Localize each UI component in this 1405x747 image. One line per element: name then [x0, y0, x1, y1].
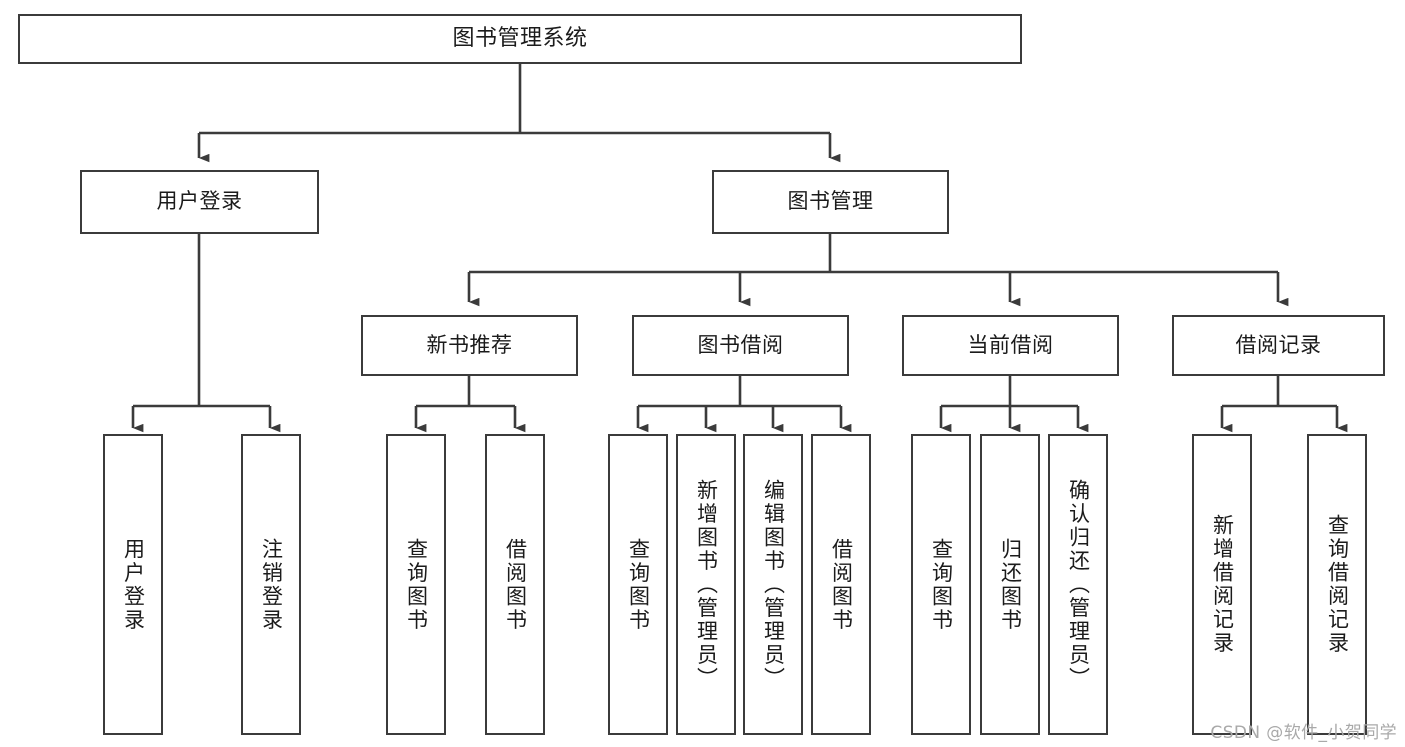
node-book-borrow-label: 图书借阅: [697, 332, 784, 357]
node-leaf-return-book-label: 归还图书: [998, 537, 1023, 632]
node-root-system[interactable]: 图书管理系统: [18, 14, 1022, 64]
node-leaf-edit-book-admin-label: 编辑图书（管理员）: [761, 478, 786, 691]
node-leaf-current-query-book-label: 查询图书: [929, 537, 954, 632]
node-leaf-borrow-query-book[interactable]: 查询图书: [608, 434, 668, 735]
node-borrow-record-label: 借阅记录: [1235, 332, 1322, 357]
node-leaf-borrow-book-label: 借阅图书: [829, 537, 854, 632]
node-leaf-recommend-query-book[interactable]: 查询图书: [386, 434, 446, 735]
node-book-manage-label: 图书管理: [787, 189, 874, 214]
node-leaf-query-borrow-record[interactable]: 查询借阅记录: [1307, 434, 1367, 735]
node-leaf-recommend-query-book-label: 查询图书: [404, 537, 429, 632]
node-user-login[interactable]: 用户登录: [80, 170, 319, 234]
node-book-manage[interactable]: 图书管理: [712, 170, 949, 234]
node-leaf-add-book-admin[interactable]: 新增图书（管理员）: [676, 434, 736, 735]
node-leaf-user-login-label: 用户登录: [121, 537, 146, 632]
node-new-book-recommend-label: 新书推荐: [426, 332, 513, 357]
node-leaf-confirm-return-admin-label: 确认归还（管理员）: [1066, 478, 1091, 691]
node-leaf-current-query-book[interactable]: 查询图书: [911, 434, 971, 735]
node-current-borrow-label: 当前借阅: [967, 332, 1054, 357]
node-leaf-return-book[interactable]: 归还图书: [980, 434, 1040, 735]
node-leaf-add-book-admin-label: 新增图书（管理员）: [694, 478, 719, 691]
node-new-book-recommend[interactable]: 新书推荐: [361, 315, 578, 376]
node-leaf-add-borrow-record[interactable]: 新增借阅记录: [1192, 434, 1252, 735]
node-root-system-label: 图书管理系统: [452, 25, 588, 51]
node-leaf-recommend-borrow-book[interactable]: 借阅图书: [485, 434, 545, 735]
node-leaf-borrow-query-book-label: 查询图书: [626, 537, 651, 632]
node-leaf-logout[interactable]: 注销登录: [241, 434, 301, 735]
node-current-borrow[interactable]: 当前借阅: [902, 315, 1119, 376]
node-user-login-label: 用户登录: [156, 189, 243, 214]
node-leaf-logout-label: 注销登录: [259, 537, 284, 632]
node-book-borrow[interactable]: 图书借阅: [632, 315, 849, 376]
node-leaf-recommend-borrow-book-label: 借阅图书: [503, 537, 528, 632]
node-borrow-record[interactable]: 借阅记录: [1172, 315, 1385, 376]
node-leaf-borrow-book[interactable]: 借阅图书: [811, 434, 871, 735]
node-leaf-edit-book-admin[interactable]: 编辑图书（管理员）: [743, 434, 803, 735]
node-leaf-query-borrow-record-label: 查询借阅记录: [1325, 514, 1350, 655]
node-leaf-confirm-return-admin[interactable]: 确认归还（管理员）: [1048, 434, 1108, 735]
csdn-watermark: CSDN @软件_小贺同学: [1210, 723, 1397, 743]
node-leaf-add-borrow-record-label: 新增借阅记录: [1210, 514, 1235, 655]
node-leaf-user-login[interactable]: 用户登录: [103, 434, 163, 735]
